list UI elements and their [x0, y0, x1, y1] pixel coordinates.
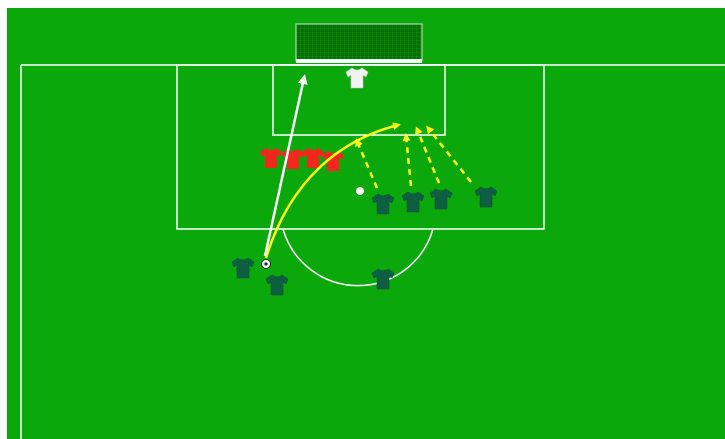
- goal-net: [296, 24, 422, 61]
- goal-line-bar: [296, 59, 422, 63]
- left-margin: [0, 0, 7, 439]
- football-icon: [262, 260, 271, 269]
- penalty-spot: [356, 187, 364, 195]
- top-margin: [0, 0, 725, 8]
